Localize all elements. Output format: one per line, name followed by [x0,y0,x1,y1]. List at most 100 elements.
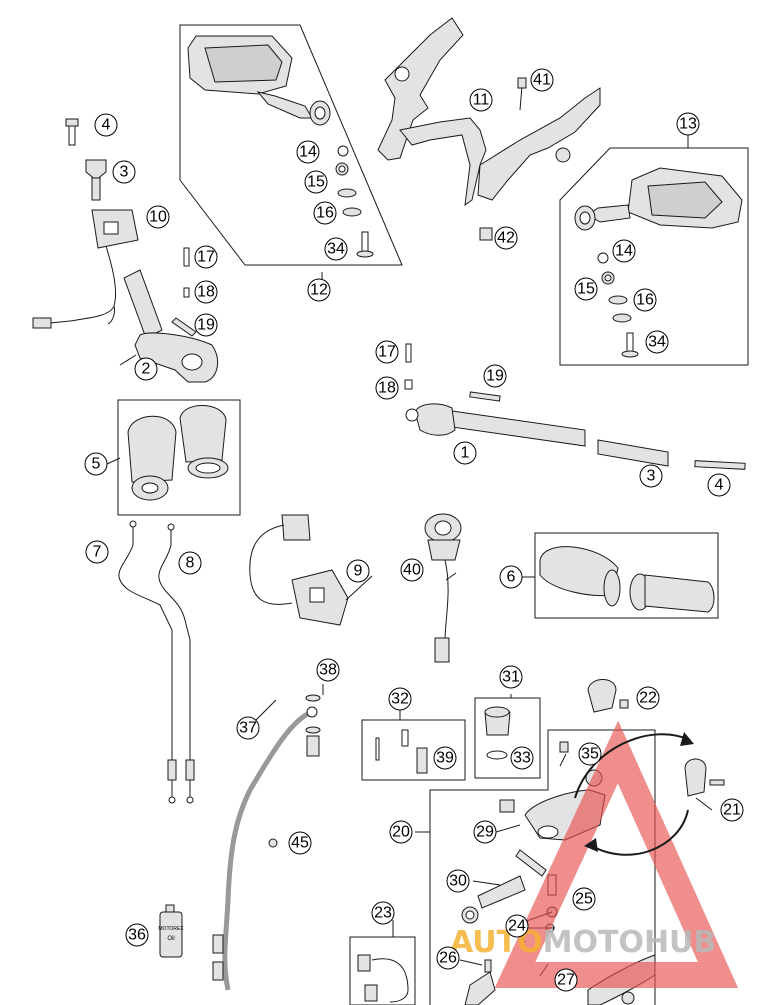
callout-label: 30 [449,873,467,890]
callout: 16 [633,288,657,312]
callout-label: 12 [310,282,328,299]
fluid-bottle-brand: MOTOREX [158,926,184,932]
callout-label: 19 [197,317,215,334]
callout-label: 25 [575,891,593,908]
callout: 19 [194,313,218,337]
callout: 18 [375,376,399,400]
callout: 3 [639,464,663,488]
callout-label: 23 [374,905,392,922]
part-banjo-bolt-38 [305,694,321,757]
part-kit-32 [375,729,428,774]
callout-label: 34 [648,334,666,351]
callout-label: 11 [473,92,490,109]
callout: 21 [720,798,744,822]
frame-brake-assembly [429,729,656,1005]
callout: 22 [636,686,660,710]
frame-grips-heated [534,532,719,619]
callout: 4 [707,473,731,497]
callout: 7 [85,540,109,564]
group-frames [117,24,749,1005]
part-clamp-22 [587,679,629,713]
watermark-part2: MOTO [543,925,644,960]
svg-text:AUTOMOTOHUB: AUTOMOTOHUB [450,925,716,960]
part-clamp-21 [684,758,725,797]
group-parts: MOTOREX Oil [32,17,746,1005]
callout-label: 33 [513,750,531,767]
callout: 26 [436,946,460,970]
callout: 35 [578,742,602,766]
part-cable-throttle-2 [158,523,195,804]
part-clip-45 [268,838,278,848]
callout: 31 [499,665,523,689]
part-switch-23 [357,954,409,1003]
callout-label: 20 [392,824,410,841]
callout-label: 3 [120,164,129,181]
callout: 14 [612,239,636,263]
callout-label: 41 [533,72,551,89]
part-mirror-bracket [377,17,601,241]
frame-kit-32 [361,719,466,781]
callout-label: 21 [723,802,741,819]
callout: 29 [473,820,497,844]
callout: 39 [433,746,457,770]
callout: 24 [505,914,529,938]
callout: 33 [510,746,534,770]
callout: 23 [371,901,395,925]
part-pins-left [171,247,197,337]
part-bar-end-right [597,439,746,470]
callout: 15 [304,170,328,194]
callout-label: 27 [557,972,575,989]
part-reservoir-31 [484,706,511,760]
callout-label: 18 [378,380,396,397]
callout-label: 45 [291,835,309,852]
frame-grips [117,399,241,516]
callout: 45 [288,831,312,855]
callout: 5 [84,452,108,476]
callout-label: 31 [502,669,520,686]
callout-label: 26 [439,950,457,967]
callout: 6 [499,565,523,589]
callout: 34 [645,330,669,354]
callout-label: 4 [102,117,111,134]
part-bolt-left [65,118,79,146]
callout-label: 36 [128,927,146,944]
part-switch-right-9 [249,514,349,626]
callout: 8 [178,551,202,575]
part-brake-hose [212,706,318,991]
frame-mirror-left [179,24,403,266]
callout-label: 5 [92,456,101,473]
part-handlebar [404,343,586,447]
callout: 9 [346,559,370,583]
callout-label: 29 [476,824,494,841]
callout-label: 39 [436,750,454,767]
callout-label: 34 [327,241,345,258]
part-bar-end-weight-left [85,159,107,201]
callout-label: 38 [319,662,337,679]
callout: 3 [112,160,136,184]
part-mirror-left [187,35,331,126]
group-callouts: 1 2 3 3 4 4 5 6 7 8 9 10 11 12 13 14 14 … [84,68,744,992]
callout: 25 [572,887,596,911]
callout: 36 [125,923,149,947]
watermark-part3: HUB [644,925,716,960]
callout-label: 40 [403,562,421,579]
callout-label: 4 [715,477,724,494]
callout-label: 24 [508,918,526,935]
callout: 12 [307,278,331,302]
part-mirror-left-hardware [335,145,374,258]
callout-label: 35 [581,746,599,763]
callout: 38 [316,658,340,682]
brand-logo [494,720,739,988]
callout-label: 37 [239,720,257,737]
callout: 11 [469,88,493,112]
callout: 40 [400,558,424,582]
callout: 18 [194,280,218,304]
callout-label: 15 [307,174,325,191]
callout: 34 [324,237,348,261]
callout-label: 16 [636,292,654,309]
callout-label: 13 [679,116,697,133]
callout-label: 19 [486,368,504,385]
callout: 4 [94,113,118,137]
callout: 17 [194,245,218,269]
